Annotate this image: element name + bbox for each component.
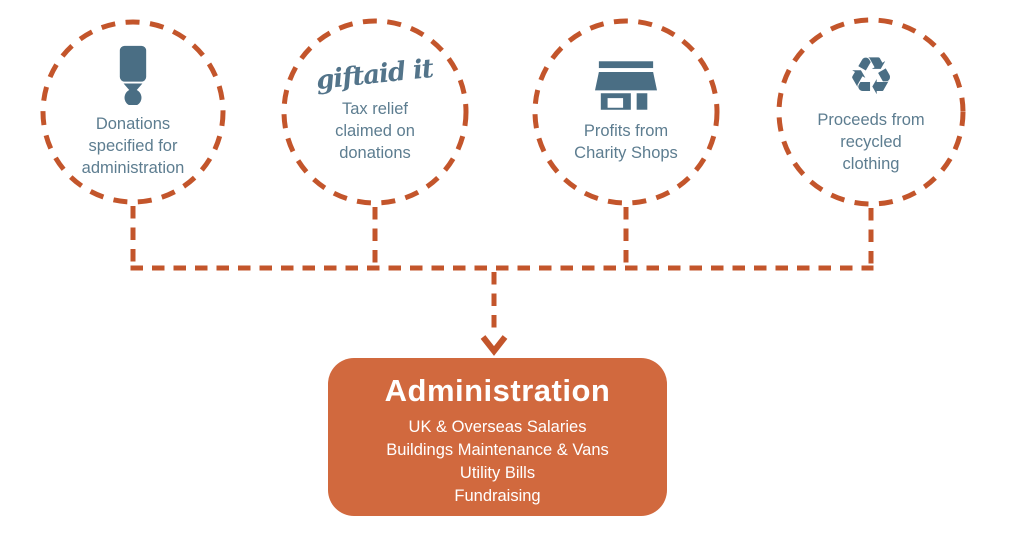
recycle-icon: ♻ bbox=[847, 47, 895, 107]
administration-box: Administration UK & Overseas Salaries Bu… bbox=[328, 358, 667, 516]
flow-lines bbox=[130, 206, 874, 335]
circle-outline-gift-aid bbox=[281, 18, 469, 206]
source-circle-outlines bbox=[40, 17, 966, 207]
source-label-recycled-clothing: Proceeds from recycled clothing bbox=[817, 109, 924, 175]
label-line: Profits from bbox=[583, 121, 669, 140]
source-circle-donations: Donations specified for administration bbox=[43, 22, 223, 202]
collection-tin-icon bbox=[117, 45, 149, 105]
administration-item: Utility Bills bbox=[459, 464, 536, 482]
administration-item: Fundraising bbox=[454, 487, 541, 505]
administration-items: UK & Overseas Salaries Buildings Mainten… bbox=[386, 416, 609, 508]
label-line: Tax relief bbox=[341, 100, 408, 118]
source-circle-recycled-clothing: ♻ Proceeds from recycled clothing bbox=[781, 22, 961, 202]
source-label-charity-shops: Profits from Charity Shops bbox=[574, 120, 678, 164]
administration-item: Buildings Maintenance & Vans bbox=[386, 441, 609, 459]
source-circle-gift-aid: giftaid it Tax relief claimed on donatio… bbox=[285, 22, 465, 202]
shop-icon bbox=[595, 60, 657, 110]
label-line: administration bbox=[81, 159, 185, 177]
giftaid-logo: giftaid it bbox=[315, 53, 435, 97]
label-line: donations bbox=[339, 144, 411, 162]
administration-item: UK & Overseas Salaries bbox=[408, 418, 587, 436]
circle-outline-recycled-clothing bbox=[776, 17, 966, 207]
label-line: Donations bbox=[95, 115, 171, 133]
source-circle-charity-shops: Profits from Charity Shops bbox=[536, 22, 716, 202]
label-line: Proceeds from bbox=[817, 111, 925, 129]
label-line: specified for bbox=[88, 137, 178, 155]
arrowhead-icon bbox=[480, 335, 508, 356]
label-line: recycled bbox=[840, 133, 902, 151]
label-line: claimed on bbox=[335, 122, 415, 140]
source-label-donations: Donations specified for administration bbox=[82, 113, 185, 179]
circle-outline-donations bbox=[40, 19, 226, 205]
circle-outline-charity-shops bbox=[532, 18, 720, 206]
administration-title: Administration bbox=[384, 373, 611, 408]
label-line: clothing bbox=[842, 155, 900, 173]
label-line: Charity Shops bbox=[574, 143, 678, 162]
source-label-gift-aid: Tax relief claimed on donations bbox=[335, 98, 415, 164]
